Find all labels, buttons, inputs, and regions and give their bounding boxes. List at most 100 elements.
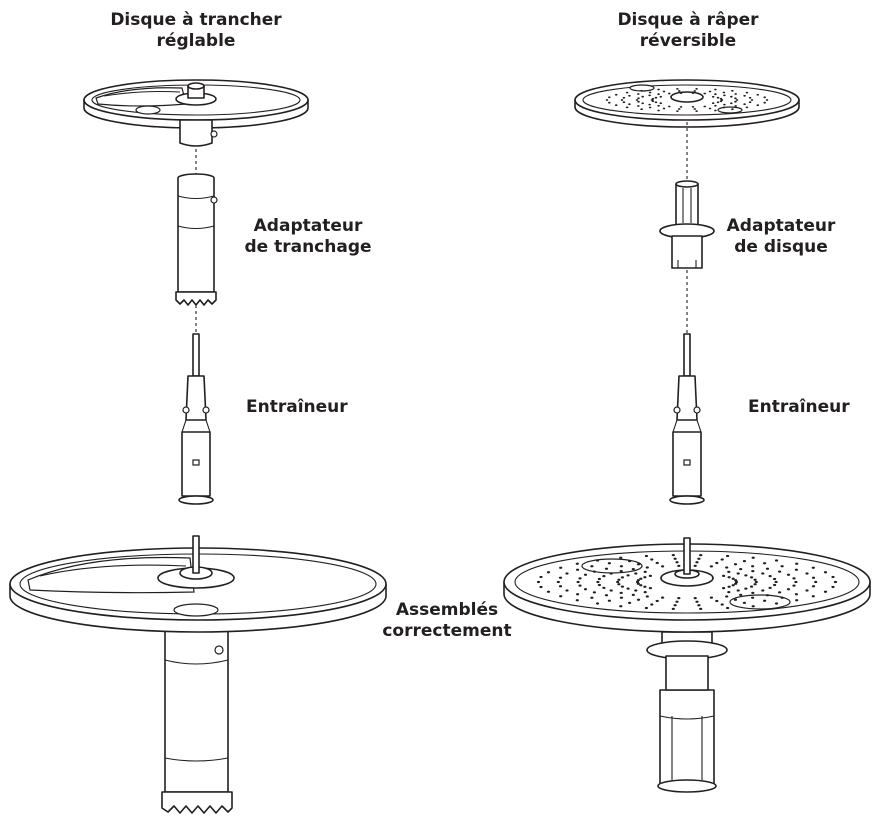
grater-hole (655, 599, 659, 603)
grater-hole (608, 96, 611, 99)
grater-hole (578, 577, 582, 580)
grater-hole (751, 565, 755, 568)
grater-hole (616, 580, 620, 584)
grater-hole (641, 102, 644, 105)
grater-hole (731, 577, 735, 580)
grater-hole (693, 90, 697, 92)
drive-adapter-right-illustration (669, 270, 705, 505)
grater-hole (590, 565, 594, 568)
grater-hole (786, 573, 791, 576)
grater-hole (637, 93, 640, 95)
grater-hole (805, 572, 809, 575)
grater-hole (780, 565, 784, 568)
grater-hole (576, 593, 580, 596)
grater-hole (676, 110, 679, 113)
grater-hole (604, 567, 609, 570)
grater-hole (703, 105, 706, 108)
grater-hole (641, 95, 644, 98)
grater-hole (714, 93, 717, 96)
grater-hole (709, 596, 714, 599)
grater-hole (677, 90, 681, 92)
grater-hole (754, 580, 758, 584)
grater-hole (751, 569, 755, 573)
grater-hole (643, 590, 647, 594)
grater-hole (833, 580, 838, 584)
grater-hole (651, 97, 655, 100)
grater-hole (657, 93, 660, 96)
grater-hole (695, 110, 698, 113)
grater-hole (673, 557, 677, 560)
grater-hole (778, 591, 782, 594)
grater-hole (699, 607, 703, 611)
grater-hole (811, 595, 815, 598)
grater-hole (693, 564, 697, 568)
grater-hole (735, 99, 739, 101)
grater-hole (734, 580, 739, 584)
grater-hole (739, 567, 743, 571)
slicing-disc-label: Disque à trancher réglable (96, 10, 296, 52)
grater-hole (631, 593, 635, 597)
grater-hole (743, 94, 746, 97)
grater-hole (726, 554, 730, 558)
grater-hole (814, 580, 818, 584)
shredding-disc-label-line2: réversible (639, 31, 737, 51)
grater-hole (736, 589, 740, 592)
grater-hole (727, 590, 731, 594)
grater-hole (595, 559, 600, 562)
grater-hole (650, 603, 654, 606)
slicing-disc-illustration (83, 79, 309, 147)
grater-hole (631, 567, 635, 571)
grater-hole (628, 94, 631, 97)
grater-hole (730, 95, 733, 98)
grater-hole (720, 558, 724, 561)
grater-hole (761, 589, 765, 592)
grater-hole (675, 561, 679, 564)
grater-hole (620, 99, 624, 101)
grater-hole (733, 563, 738, 566)
grater-hole (768, 574, 772, 578)
grater-hole (725, 566, 729, 569)
grater-hole (636, 598, 641, 601)
grater-hole (575, 562, 579, 565)
grater-hole (714, 104, 717, 107)
grater-hole (648, 586, 653, 590)
grater-hole (761, 572, 765, 575)
grater-hole (722, 586, 726, 590)
grater-hole (756, 104, 760, 107)
grater-hole (794, 593, 799, 596)
grater-hole (671, 553, 675, 557)
grater-hole (628, 103, 631, 106)
grater-hole (831, 585, 835, 589)
grater-hole (719, 100, 723, 103)
grater-hole (637, 105, 640, 107)
grater-hole (558, 585, 563, 588)
grater-hole (659, 102, 663, 105)
grater-hole (575, 599, 579, 602)
grater-hole (546, 590, 551, 593)
grater-hole (657, 109, 660, 112)
grater-hole (823, 590, 828, 593)
grater-hole (637, 97, 640, 100)
assembled-label: Assemblés correctement (372, 600, 522, 642)
grater-hole (723, 94, 726, 97)
grater-hole (811, 576, 816, 579)
grater-hole (648, 574, 653, 578)
grater-hole (734, 105, 737, 107)
grater-hole (596, 580, 600, 584)
grater-hole (617, 583, 621, 586)
grater-hole (636, 579, 640, 582)
grater-hole (643, 570, 647, 574)
grater-hole (695, 87, 698, 90)
slicing-disc-label-line1: Disque à trancher (110, 10, 282, 30)
grater-hole (626, 574, 630, 577)
grater-hole (727, 576, 731, 579)
slicing-adapter-label: Adaptateur de tranchage (238, 216, 378, 258)
grater-hole (635, 99, 639, 101)
grater-hole (619, 565, 624, 568)
grater-hole (671, 607, 675, 611)
grater-hole (590, 596, 594, 599)
grater-hole (778, 570, 782, 573)
grater-hole (753, 583, 757, 586)
grater-hole (695, 600, 699, 603)
